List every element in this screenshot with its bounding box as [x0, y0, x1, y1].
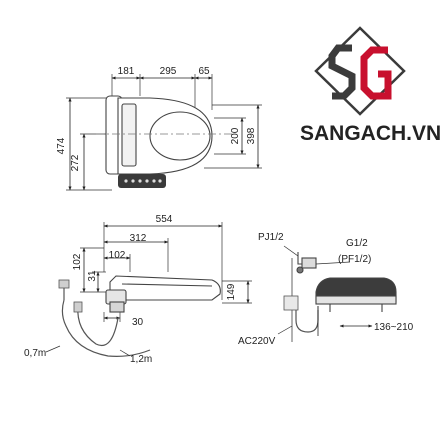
dim-200: 200	[230, 127, 241, 144]
sg-logo: SG	[314, 26, 406, 116]
label-g-1-2: G1/2	[346, 238, 368, 249]
dim-102-vertical: 102	[72, 253, 83, 270]
dim-398: 398	[246, 127, 257, 144]
install-view: PJ1/2 G1/2 (PF1/2) AC220V 136~210	[238, 232, 414, 347]
top-view: 181 295 65 474 272 200 398	[56, 66, 262, 191]
cable-length-0-7m: 0,7m	[24, 348, 46, 359]
dim-181: 181	[118, 66, 135, 77]
dim-102-horizontal: 102	[109, 250, 126, 261]
cable-length-1-2m: 1,2m	[130, 354, 152, 365]
dim-149: 149	[226, 283, 237, 300]
dim-312: 312	[130, 233, 147, 244]
dim-295: 295	[160, 66, 177, 77]
dim-272: 272	[70, 154, 81, 171]
brand-name: SANGACH.VN	[300, 122, 440, 145]
label-ac220v: AC220V	[238, 336, 276, 347]
dim-31: 31	[87, 270, 98, 282]
side-view: 554 312 102 102 31 149 30 0,7m 1,2m	[24, 214, 252, 365]
label-pf-1-2: (PF1/2)	[338, 254, 371, 265]
dim-474: 474	[56, 137, 67, 154]
dim-65: 65	[198, 66, 210, 77]
label-pj-1-2: PJ1/2	[258, 232, 284, 243]
dim-30: 30	[132, 317, 144, 328]
dim-554: 554	[156, 214, 173, 225]
dim-136-210: 136~210	[374, 322, 414, 333]
